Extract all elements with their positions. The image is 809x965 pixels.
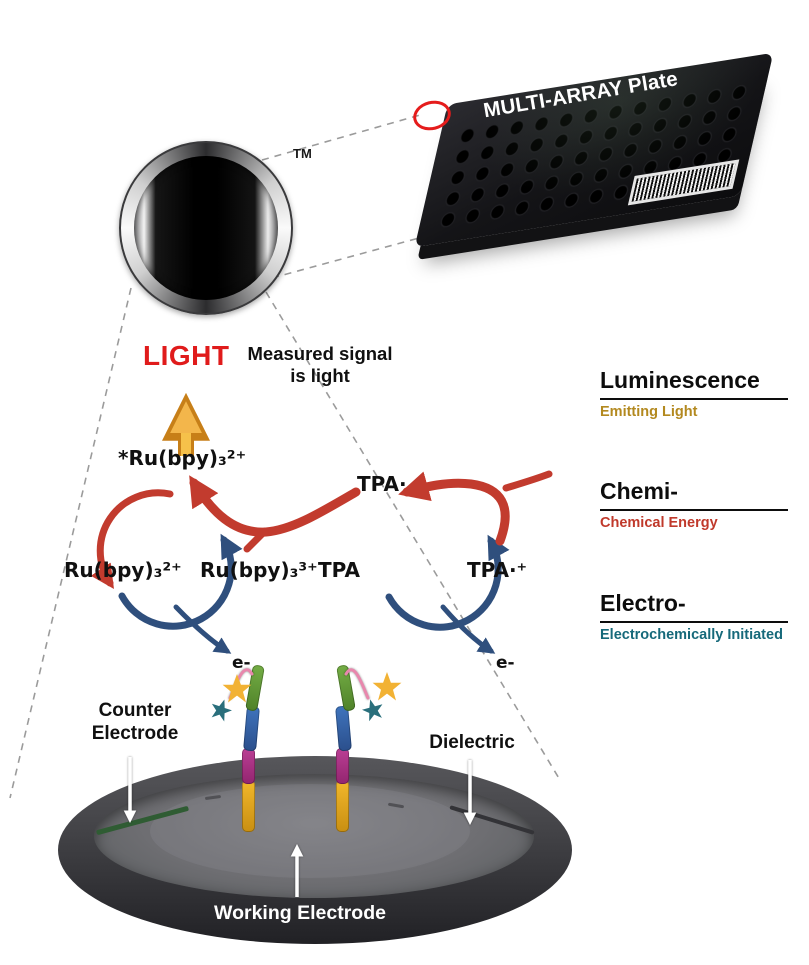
electron-label-left: e- xyxy=(232,653,251,673)
sulfo-tag-right-icon xyxy=(360,697,387,724)
ru2-label: Ru(bpy)₃²⁺ xyxy=(64,558,182,582)
electron-label-right: e- xyxy=(496,653,515,673)
antibody-left-blue-segment xyxy=(243,705,260,752)
measured-signal-caption: Measured signal is light xyxy=(240,343,400,387)
tpa-radical-cation-label: TPA·⁺ xyxy=(467,558,528,582)
legend-item-chemi: Chemi- Chemical Energy xyxy=(600,478,788,531)
tpa-radical-label: TPA· xyxy=(357,472,407,496)
trademark-label: TM xyxy=(293,146,312,161)
antibody-left-magenta-segment xyxy=(242,748,255,784)
legend-sub-electro: Electrochemically Initiated xyxy=(600,627,783,643)
working-electrode-surface xyxy=(150,784,470,878)
legend-sub-chemi: Chemical Energy xyxy=(600,515,718,531)
dielectric-label: Dielectric xyxy=(429,732,515,753)
caption-line-1: Measured signal xyxy=(247,343,393,364)
antibody-right-green-segment xyxy=(336,664,356,712)
antibody-right-blue-segment xyxy=(335,705,352,752)
counter-electrode-label: Counter Electrode xyxy=(91,700,179,744)
working-electrode-label: Working Electrode xyxy=(214,902,386,924)
plate-barcode xyxy=(627,159,740,206)
antibody-right-magenta-segment xyxy=(336,748,349,784)
antibody-left-gold-segment xyxy=(242,780,255,832)
well-closeup xyxy=(119,141,293,315)
excited-ru-label: *Ru(bpy)₃²⁺ xyxy=(118,446,247,470)
legend-sub-luminescence: Emitting Light xyxy=(600,404,698,420)
chemi-transfer-arrows xyxy=(189,475,361,553)
electrode-disc-face xyxy=(94,774,534,898)
legend-item-luminescence: Luminescence Emitting Light xyxy=(600,367,788,420)
ru3-label: Ru(bpy)₃³⁺ xyxy=(200,558,318,582)
legend-title-luminescence: Luminescence xyxy=(600,367,788,400)
caption-line-2: is light xyxy=(290,364,350,386)
antibody-right-gold-segment xyxy=(336,780,349,832)
tpa-label: TPA xyxy=(318,558,360,582)
legend-item-electro: Electro- Electrochemically Initiated xyxy=(600,590,788,643)
light-label: LIGHT xyxy=(143,340,230,371)
legend-title-chemi: Chemi- xyxy=(600,478,788,511)
label-star-right-icon xyxy=(372,672,402,701)
well-inner xyxy=(134,156,278,300)
legend-title-electro: Electro- xyxy=(600,590,788,623)
